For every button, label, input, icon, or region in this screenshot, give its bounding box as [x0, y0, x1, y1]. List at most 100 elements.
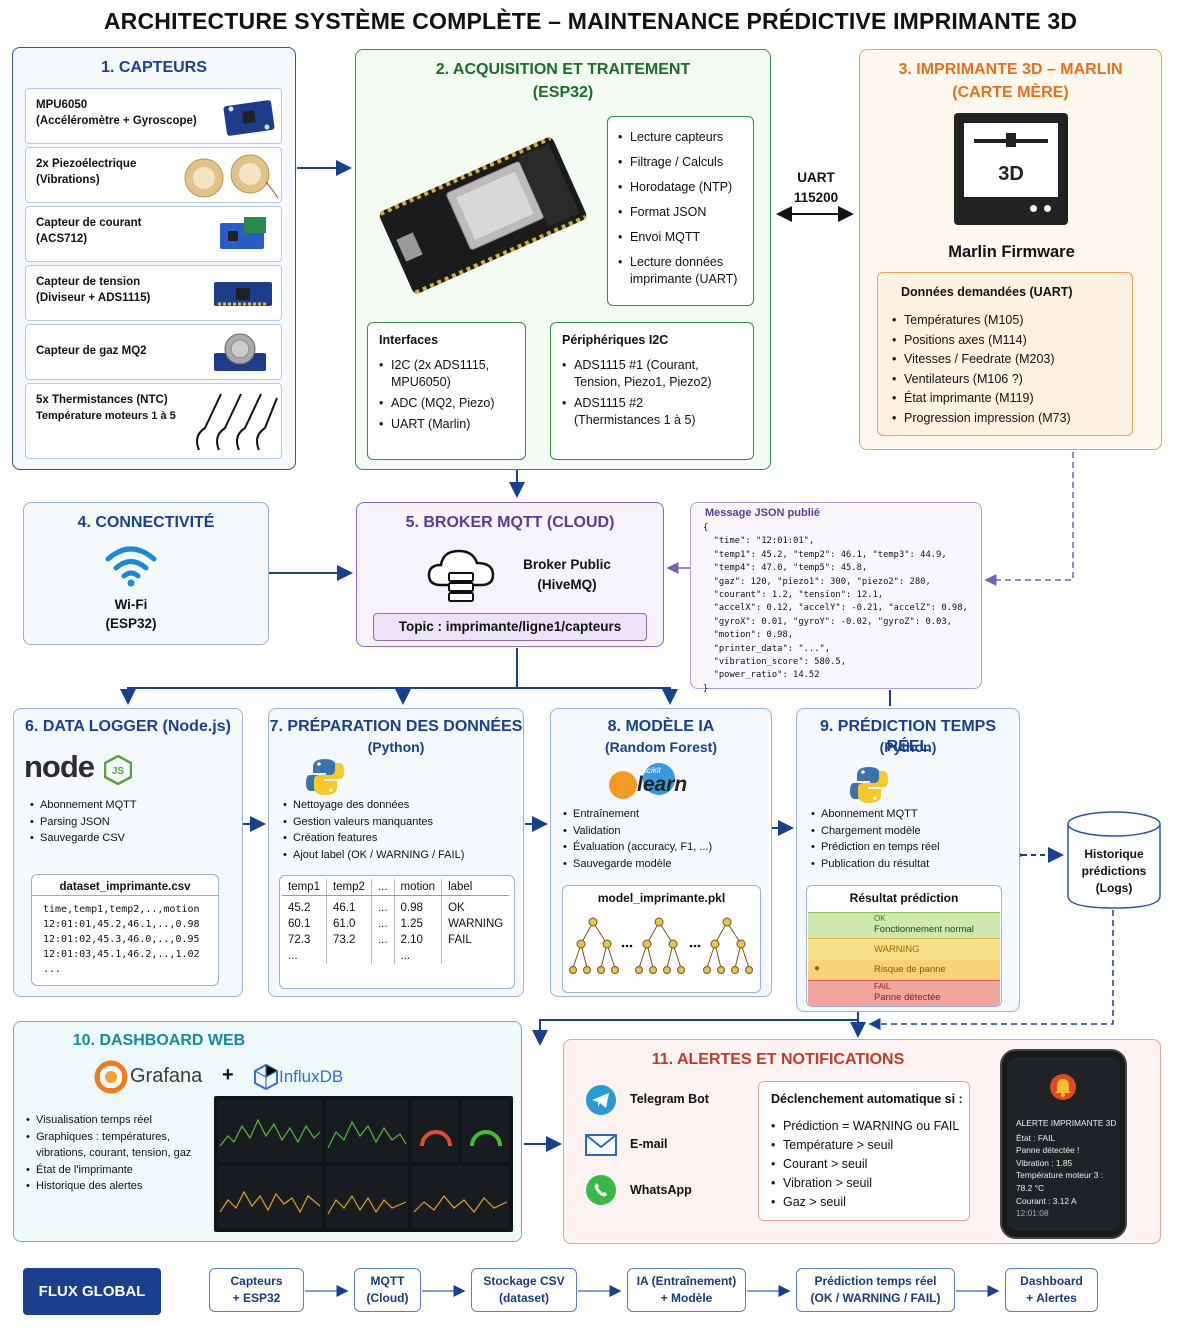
- task-item: Horodatage (NTP): [618, 179, 750, 196]
- csv-line: 12:01:02,45.3,46.0,..,0.95: [43, 934, 200, 945]
- csv-filename: dataset_imprimante.csv: [59, 881, 191, 893]
- flux-step-line2: + Modèle: [660, 1291, 713, 1305]
- sensor-label: 2x Piezoélectrique: [36, 158, 137, 170]
- broker-panel: 5. BROKER MQTT (CLOUD) Broker Public(Hiv…: [356, 502, 664, 647]
- phone-line: État : FAIL: [1016, 1132, 1056, 1143]
- table-cell: ...: [393, 948, 442, 964]
- result-fail: FAIL Panne détectée: [808, 980, 1000, 1006]
- donnees-box: Données demandées (UART) Températures (M…: [877, 272, 1133, 436]
- modele-title: 8. MODÈLE IA: [607, 718, 715, 735]
- phone-line: Panne détectée !: [1016, 1145, 1080, 1156]
- phone-line: Température moteur 3 :: [1016, 1170, 1104, 1181]
- preparation-title: 7. PRÉPARATION DES DONNÉES: [269, 718, 523, 735]
- table-header: temp1: [282, 879, 327, 896]
- sensor-sublabel: (Vibrations): [36, 174, 100, 186]
- whatsapp-icon: [586, 1175, 616, 1205]
- ok-text: Fonctionnement normal: [874, 924, 974, 935]
- model-file-box: model_imprimante.pkl: [562, 885, 761, 993]
- interface-item: I2C (2x ADS1115, MPU6050): [379, 357, 519, 391]
- flux-step-line1: Capteurs: [230, 1274, 283, 1288]
- sensor-tension: Capteur de tension(Diviseur + ADS1115): [25, 265, 282, 321]
- ntc-thermistor-icon: [196, 393, 278, 451]
- broker-line2: (HiveMQ): [537, 577, 597, 592]
- json-line: {: [703, 523, 709, 533]
- logger-panel: 6. DATA LOGGER (Node.js) node JS Abonnem…: [13, 708, 243, 997]
- sensor-sublabel: (ACS712): [36, 233, 88, 245]
- phone-line: Vibration : 1.85: [1016, 1157, 1073, 1168]
- prediction-title: 9. PRÉDICTION TEMPS RÉEL: [819, 718, 997, 755]
- nodejs-logo: node: [24, 749, 95, 784]
- table-cell: [441, 948, 510, 964]
- json-line: "time": "12:01:01",: [703, 536, 815, 547]
- flux-step: Capteurs + ESP32: [209, 1268, 304, 1312]
- interface-item: UART (Marlin): [379, 416, 519, 433]
- email-icon: [585, 1134, 617, 1156]
- flux-step: Dashboard + Alertes: [1005, 1268, 1098, 1312]
- sklearn-logo-text: learn: [637, 773, 688, 796]
- preparation-panel: 7. PRÉPARATION DES DONNÉES (Python) Nett…: [268, 708, 524, 997]
- phone-line: 78.2 °C: [1016, 1182, 1045, 1193]
- acquisition-panel: 2. ACQUISITION ET TRAITEMENT (ESP32) Lec…: [355, 49, 771, 470]
- wifi-label: Wi-Fi(ESP32): [69, 595, 193, 633]
- channel-telegram: Telegram Bot: [630, 1092, 709, 1106]
- table-cell: ...: [370, 916, 395, 932]
- flux-step-line2: + Alertes: [1026, 1291, 1077, 1305]
- uart-line1: UART: [797, 170, 835, 185]
- acquisition-subtitle: (ESP32): [532, 84, 594, 101]
- table-cell: ...: [370, 932, 395, 948]
- dashboard-graphs-icon: [218, 1100, 509, 1228]
- flux-step: MQTT(Cloud): [354, 1268, 421, 1312]
- dashboard-screenshot: [214, 1096, 513, 1232]
- table-cell: 0.98: [393, 895, 442, 916]
- sensor-thermistances: 5x Thermistances (NTC)Température moteur…: [25, 383, 282, 459]
- result-ok: OK Fonctionnement normal: [808, 912, 1000, 938]
- ok-tag: OK: [874, 914, 886, 923]
- prediction-item: Publication du résultat: [811, 856, 1016, 873]
- json-line: "printer_data": "...",: [703, 643, 831, 654]
- table-row: 60.1 61.0 ... 1.25 WARNING: [282, 916, 510, 932]
- interfaces-title: Interfaces: [379, 333, 439, 347]
- task-item: Lecture capteurs: [618, 129, 750, 146]
- sklearn-logo-small: scikit: [643, 766, 661, 775]
- interfaces-box: Interfaces I2C (2x ADS1115, MPU6050) ADC…: [367, 322, 526, 460]
- acs712-board-icon: [220, 217, 266, 249]
- table-header: ...: [370, 879, 395, 896]
- sensor-piezo: 2x Piezoélectrique (Vibrations): [25, 147, 282, 203]
- flux-step-line1: Dashboard: [1020, 1274, 1083, 1288]
- table-cell: FAIL: [441, 932, 510, 948]
- prep-item: Création features: [283, 830, 519, 847]
- table-header: temp2: [325, 879, 372, 896]
- table-cell: 46.1: [325, 895, 372, 916]
- json-line: "motion": 0.98,: [703, 630, 794, 641]
- trigger-item: Courant > seuil: [771, 1155, 967, 1174]
- logger-title: 6. DATA LOGGER (Node.js): [25, 718, 231, 735]
- result-risk: ● Risque de panne: [808, 960, 1000, 980]
- table-cell: ...: [370, 895, 395, 916]
- sensor-label: MPU6050: [36, 99, 88, 111]
- prediction-subtitle: (Python): [879, 739, 937, 755]
- csv-line: ...: [43, 964, 62, 975]
- json-line: "gyroX": 0.01, "gyroY": -0.02, "gyroZ": …: [703, 616, 952, 627]
- json-line: "power_ratio": 14.52: [703, 670, 820, 681]
- imprimante-panel: 3. IMPRIMANTE 3D – MARLIN (CARTE MÈRE) 3…: [859, 49, 1162, 450]
- json-line: "gaz": 120, "piezo1": 300, "piezo2": 280…: [703, 576, 931, 587]
- nodejs-hex-icon: JS: [104, 755, 132, 785]
- wifi-icon: [105, 546, 157, 587]
- logger-item: Abonnement MQTT: [30, 797, 230, 814]
- sensor-label: 5x Thermistances (NTC): [36, 394, 168, 406]
- imprimante-subtitle: (CARTE MÈRE): [952, 84, 1069, 101]
- prep-item: Nettoyage des données: [283, 797, 519, 814]
- flux-step-line2: (OK / WARNING / FAIL): [810, 1291, 941, 1305]
- python-logo-icon: [850, 767, 888, 803]
- modele-item: Validation: [563, 823, 768, 840]
- table-cell: [325, 948, 372, 964]
- grafana-label: Grafana: [130, 1065, 203, 1087]
- flux-step-line2: + ESP32: [232, 1291, 281, 1305]
- mq2-sensor-icon: [214, 333, 266, 371]
- json-line: }: [703, 683, 709, 694]
- logger-item: Parsing JSON: [30, 814, 230, 831]
- table-cell: WARNING: [441, 916, 510, 932]
- csv-line: 12:01:03,45.1,46.2,..,1.02: [43, 949, 200, 960]
- logger-item: Sauvegarde CSV: [30, 830, 230, 847]
